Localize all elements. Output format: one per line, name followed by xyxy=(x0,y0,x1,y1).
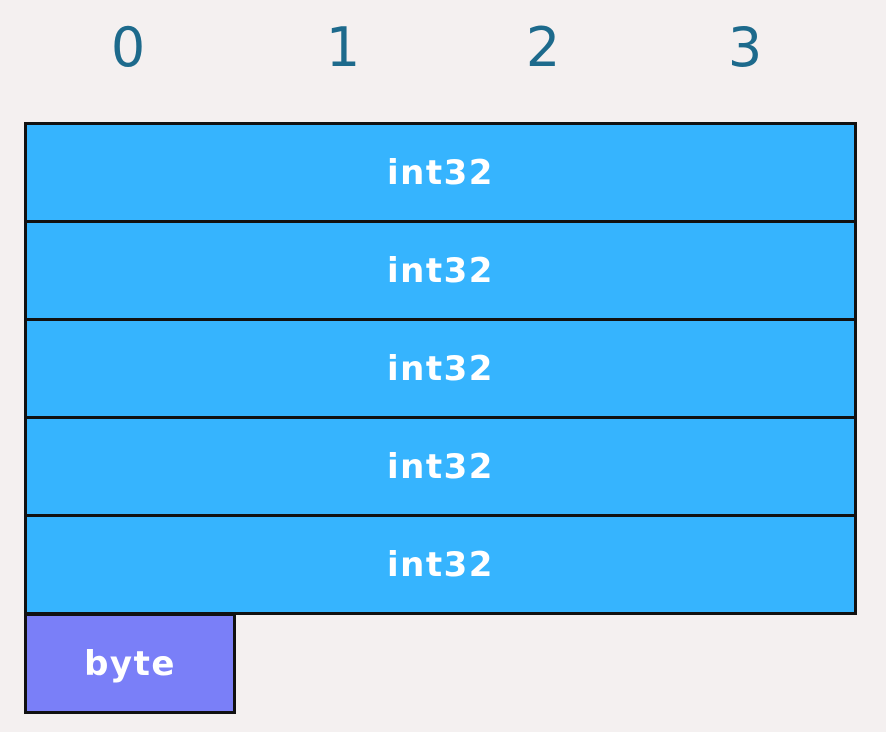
int32-block-2: int32 xyxy=(24,220,857,321)
int32-block-4: int32 xyxy=(24,416,857,517)
byte-block: byte xyxy=(24,613,236,714)
block-label: int32 xyxy=(387,544,494,585)
block-label: int32 xyxy=(387,446,494,487)
int32-block-3: int32 xyxy=(24,318,857,419)
column-label-3: 3 xyxy=(727,16,763,79)
column-label-2: 2 xyxy=(525,16,561,79)
block-label: int32 xyxy=(387,250,494,291)
block-label: byte xyxy=(84,643,176,684)
column-label-0: 0 xyxy=(110,16,146,79)
int32-block-1: int32 xyxy=(24,122,857,223)
block-label: int32 xyxy=(387,152,494,193)
column-label-1: 1 xyxy=(325,16,361,79)
int32-block-5: int32 xyxy=(24,514,857,615)
block-label: int32 xyxy=(387,348,494,389)
